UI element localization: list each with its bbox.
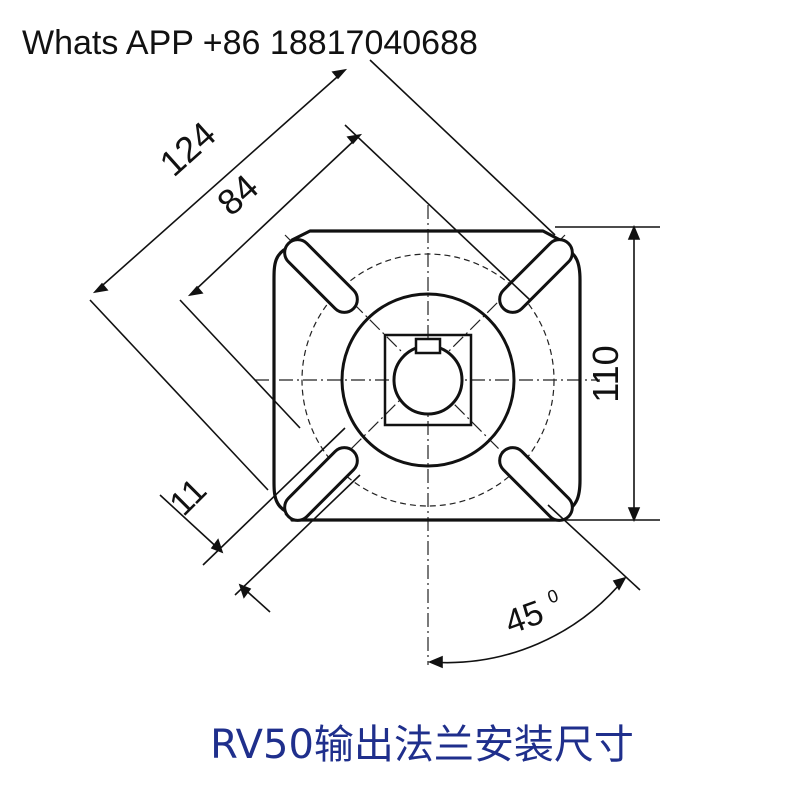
dim-84 <box>179 124 531 429</box>
slot-bottom-left <box>283 446 359 522</box>
dim-110 <box>555 224 660 523</box>
dim-angle <box>427 504 641 669</box>
dim-11 <box>159 427 361 613</box>
dim-124 <box>89 59 556 491</box>
slot-bottom-right <box>498 446 574 522</box>
slot-top-left <box>283 238 359 314</box>
contact-label: Whats APP +86 18817040688 <box>22 24 478 62</box>
slot-top-right <box>498 238 574 314</box>
bolt-circle <box>301 253 555 507</box>
dim-110-label: 110 <box>585 345 626 402</box>
hub-bore <box>392 344 464 416</box>
bolt-slots <box>283 238 574 522</box>
hub-square <box>383 333 473 427</box>
caption: RV50输出法兰安装尺寸 <box>210 722 634 768</box>
hub-outer <box>340 292 516 468</box>
keyway <box>414 337 442 355</box>
flange-outline <box>272 229 582 522</box>
